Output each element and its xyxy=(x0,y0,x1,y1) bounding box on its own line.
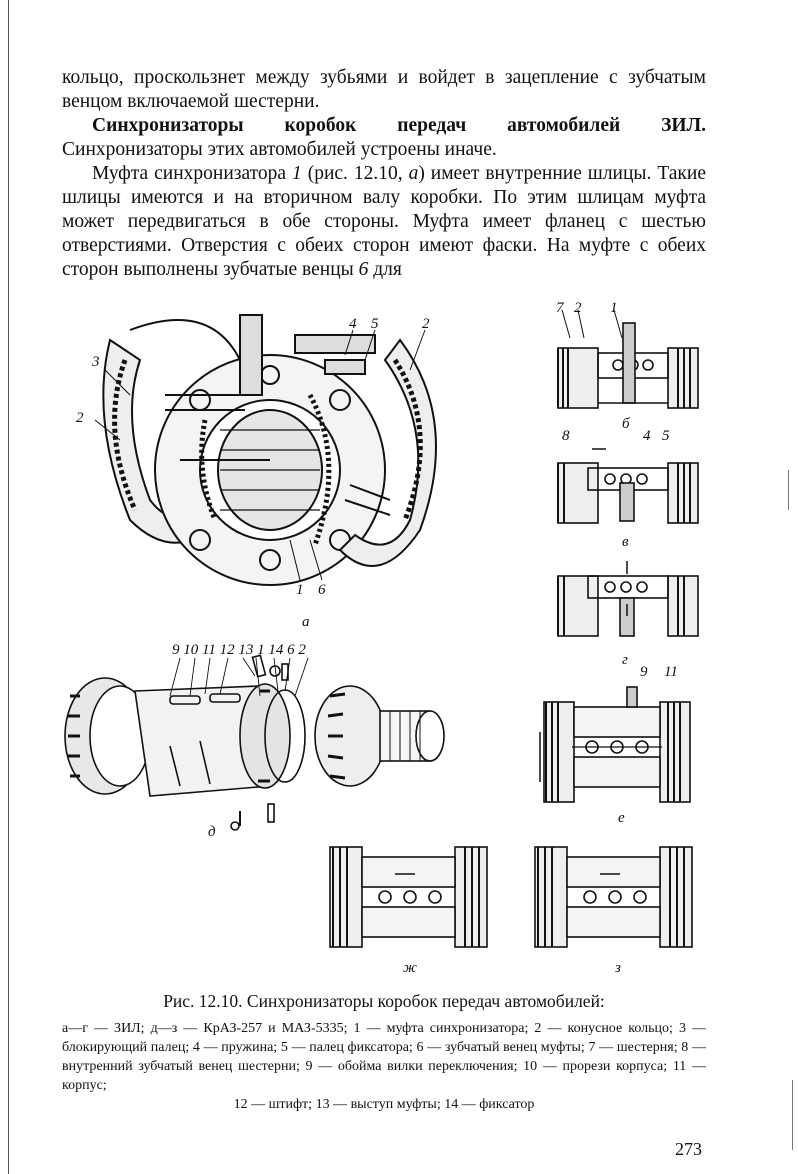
label-2: 2 xyxy=(574,300,582,316)
figure-zh xyxy=(329,846,488,948)
labels-9-to-2: 9 10 11 12 13 1 14 6 2 xyxy=(172,642,306,658)
ref-6: 6 xyxy=(358,259,369,280)
figure-a-exploded-synchronizer: 4 5 2 3 2 1 6 а xyxy=(70,300,470,630)
label-2: 2 xyxy=(422,316,430,332)
figure-d-kraz-synchronizer: 9 10 11 12 13 1 14 6 2 д xyxy=(60,636,460,846)
subfigure-label-b: б xyxy=(622,416,630,432)
figure-b-v-g-sections: 7 2 1 б 8 4 5 в г xyxy=(548,298,708,668)
paragraph-3: Муфта синхронизатора 1 (рис. 12.10, а) и… xyxy=(62,162,706,282)
label-4: 4 xyxy=(643,428,651,444)
p3-text: (рис. 12.10, xyxy=(301,163,409,184)
paragraph-2-text: Синхронизаторы этих автомобилей устроены… xyxy=(62,139,497,160)
p3-text: ) имеет внутренние шлицы. Такие шлицы им… xyxy=(62,163,706,280)
ref-1: 1 xyxy=(292,163,302,184)
figure-z xyxy=(534,846,693,948)
label-7: 7 xyxy=(556,300,565,316)
paragraph-1: кольцо, проскользнет между зубьями и вой… xyxy=(62,67,706,112)
body-text: кольцо, проскользнет между зубьями и вой… xyxy=(62,66,706,282)
legend-text: а—г — ЗИЛ; д—з — КрАЗ-257 и МАЗ-5335; 1 … xyxy=(62,1021,706,1093)
ref-a: а xyxy=(408,163,419,184)
subfigure-label-g: г xyxy=(622,652,628,668)
label-9: 9 xyxy=(640,664,648,680)
left-margin-line xyxy=(8,0,9,1174)
label-4: 4 xyxy=(349,316,357,332)
section-heading: Синхронизаторы коробок передач автомобил… xyxy=(92,115,706,136)
subfigure-label-zh: ж xyxy=(403,960,417,976)
legend-last-line: 12 — штифт; 13 — выступ муфты; 14 — фикс… xyxy=(233,1097,535,1112)
subfigure-label-z: з xyxy=(614,960,621,976)
subfigure-label-a: а xyxy=(302,614,310,630)
label-11: 11 xyxy=(664,664,678,680)
scan-mark xyxy=(792,1080,793,1150)
label-1: 1 xyxy=(610,300,618,316)
figure-caption: Рис. 12.10. Синхронизаторы коробок перед… xyxy=(163,991,605,1011)
label-3: 3 xyxy=(91,354,100,370)
figure-e-section: 9 11 е xyxy=(532,662,702,832)
page-number: 273 xyxy=(675,1139,702,1159)
subfigure-label-d: д xyxy=(208,824,216,840)
p3-text: для xyxy=(368,259,402,280)
figure-zh-z-sections: ж з xyxy=(315,832,705,982)
label-6: 6 xyxy=(318,582,326,598)
figure-legend: а—г — ЗИЛ; д—з — КрАЗ-257 и МАЗ-5335; 1 … xyxy=(62,1019,706,1114)
scan-mark xyxy=(788,470,789,510)
label-1: 1 xyxy=(296,582,304,598)
label-2: 2 xyxy=(76,410,84,426)
paragraph-2: Синхронизаторы коробок передач автомобил… xyxy=(62,114,706,162)
label-5: 5 xyxy=(371,316,379,332)
label-8: 8 xyxy=(562,428,570,444)
subfigure-label-e: е xyxy=(618,810,625,826)
p3-text: Муфта синхронизатора xyxy=(92,163,292,184)
subfigure-label-v: в xyxy=(622,534,629,550)
label-5: 5 xyxy=(662,428,670,444)
